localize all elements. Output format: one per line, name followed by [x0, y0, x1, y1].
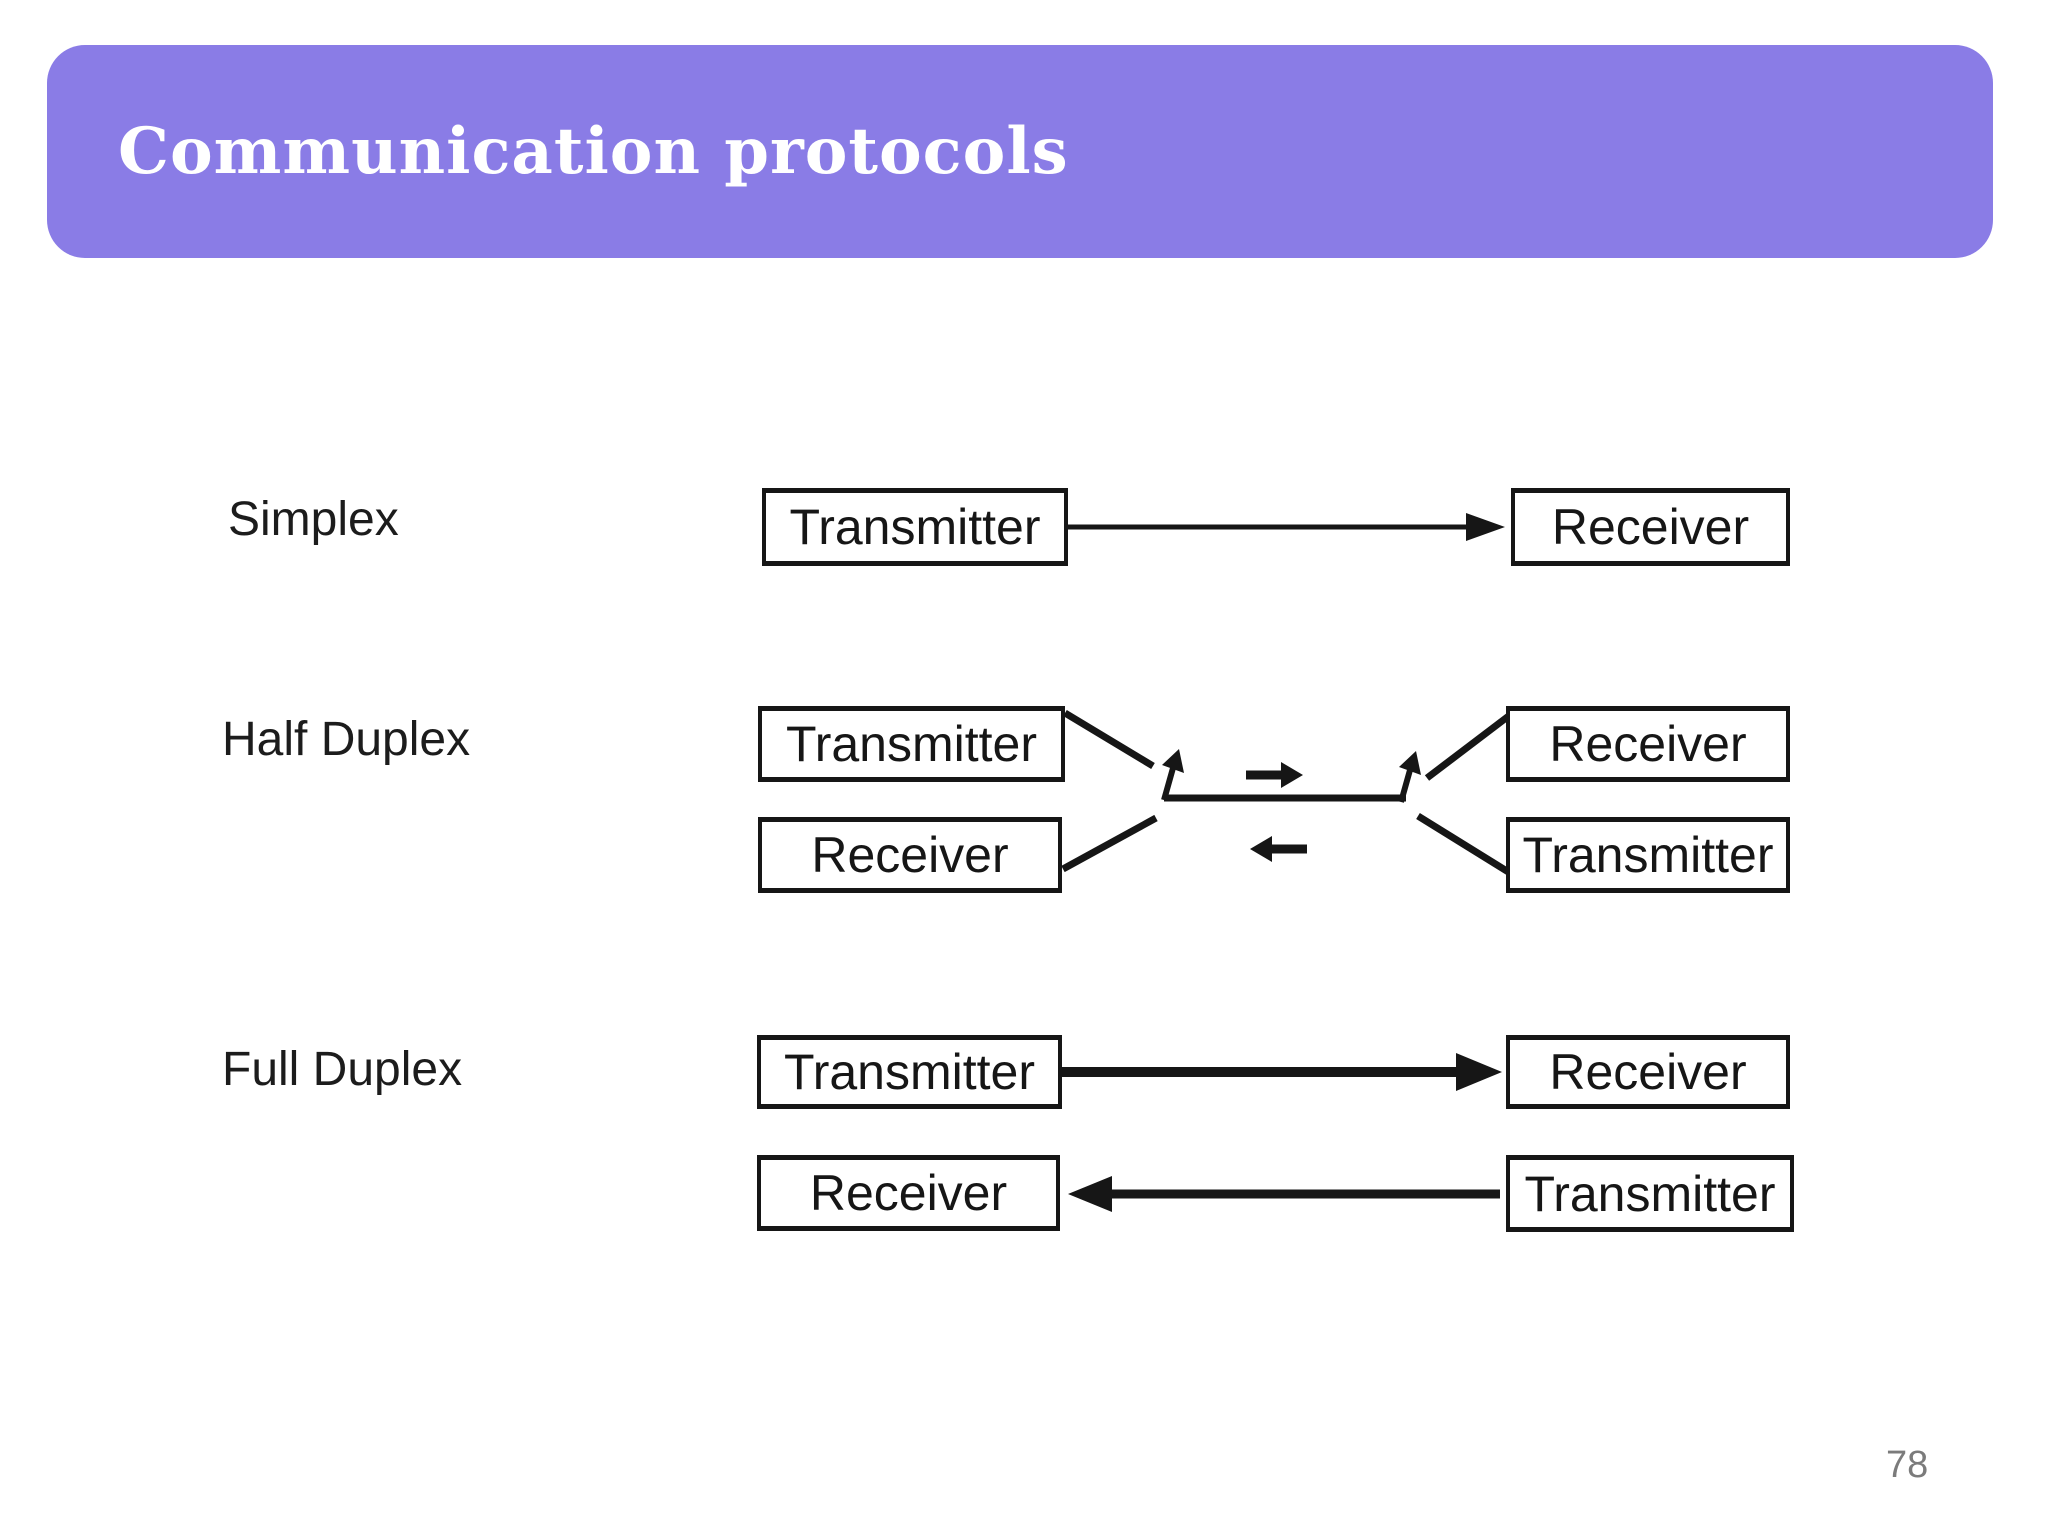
half-duplex-diagonal-receiver-left — [1061, 814, 1158, 873]
half-duplex-diagonal-receiver-right — [1424, 712, 1513, 781]
simplex-transmitter-box: Transmitter — [762, 488, 1068, 566]
half-duplex-right-switch-arrowhead-icon — [1399, 751, 1421, 775]
full-duplex-arrows — [1062, 1053, 1502, 1212]
full-duplex-transmitter-bottom-label: Transmitter — [1524, 1165, 1776, 1222]
page-number: 78 — [1886, 1444, 1929, 1486]
half-duplex-left-direction-arrowhead-icon — [1250, 836, 1272, 862]
row-label-half-duplex: Half Duplex — [222, 713, 471, 766]
half-duplex-left-switch-tick — [1161, 767, 1176, 801]
full-duplex-transmitter-bottom-box: Transmitter — [1506, 1155, 1794, 1232]
half-duplex-connectors — [1061, 710, 1513, 876]
simplex-receiver-label: Receiver — [1551, 499, 1750, 555]
half-duplex-transmitter-right-label: Transmitter — [1522, 827, 1774, 883]
half-duplex-right-direction-arrowhead-icon — [1281, 762, 1303, 788]
half-duplex-right-switch-tick — [1398, 769, 1413, 803]
full-duplex-bottom-arrowhead-icon — [1068, 1176, 1112, 1212]
full-duplex-top-arrowhead-icon — [1456, 1053, 1502, 1091]
half-duplex-receiver-right-box: Receiver — [1506, 706, 1790, 782]
half-duplex-receiver-right-label: Receiver — [1549, 716, 1747, 772]
row-label-full-duplex: Full Duplex — [222, 1043, 463, 1096]
row-label-simplex: Simplex — [228, 493, 399, 546]
full-duplex-receiver-top-box: Receiver — [1506, 1035, 1790, 1109]
half-duplex-receiver-left-label: Receiver — [811, 827, 1009, 883]
title-banner — [47, 45, 1993, 258]
full-duplex-transmitter-top-label: Transmitter — [784, 1044, 1035, 1100]
half-duplex-transmitter-right-box: Transmitter — [1506, 817, 1790, 893]
half-duplex-diagonal-transmitter-left — [1063, 710, 1155, 769]
simplex-arrow — [1068, 513, 1505, 541]
full-duplex-receiver-bottom-box: Receiver — [757, 1155, 1060, 1231]
half-duplex-left-switch-arrowhead-icon — [1162, 749, 1184, 773]
simplex-arrowhead-icon — [1466, 513, 1505, 541]
half-duplex-transmitter-left-label: Transmitter — [786, 716, 1037, 772]
half-duplex-transmitter-left-box: Transmitter — [758, 706, 1065, 782]
slide-title: Communication protocols — [118, 114, 1069, 189]
simplex-receiver-box: Receiver — [1511, 488, 1790, 566]
full-duplex-transmitter-top-box: Transmitter — [757, 1035, 1062, 1109]
full-duplex-receiver-bottom-label: Receiver — [809, 1165, 1008, 1221]
half-duplex-diagonal-transmitter-right — [1416, 813, 1512, 876]
simplex-transmitter-label: Transmitter — [789, 499, 1041, 555]
full-duplex-receiver-top-label: Receiver — [1549, 1044, 1747, 1100]
half-duplex-receiver-left-box: Receiver — [758, 817, 1062, 893]
